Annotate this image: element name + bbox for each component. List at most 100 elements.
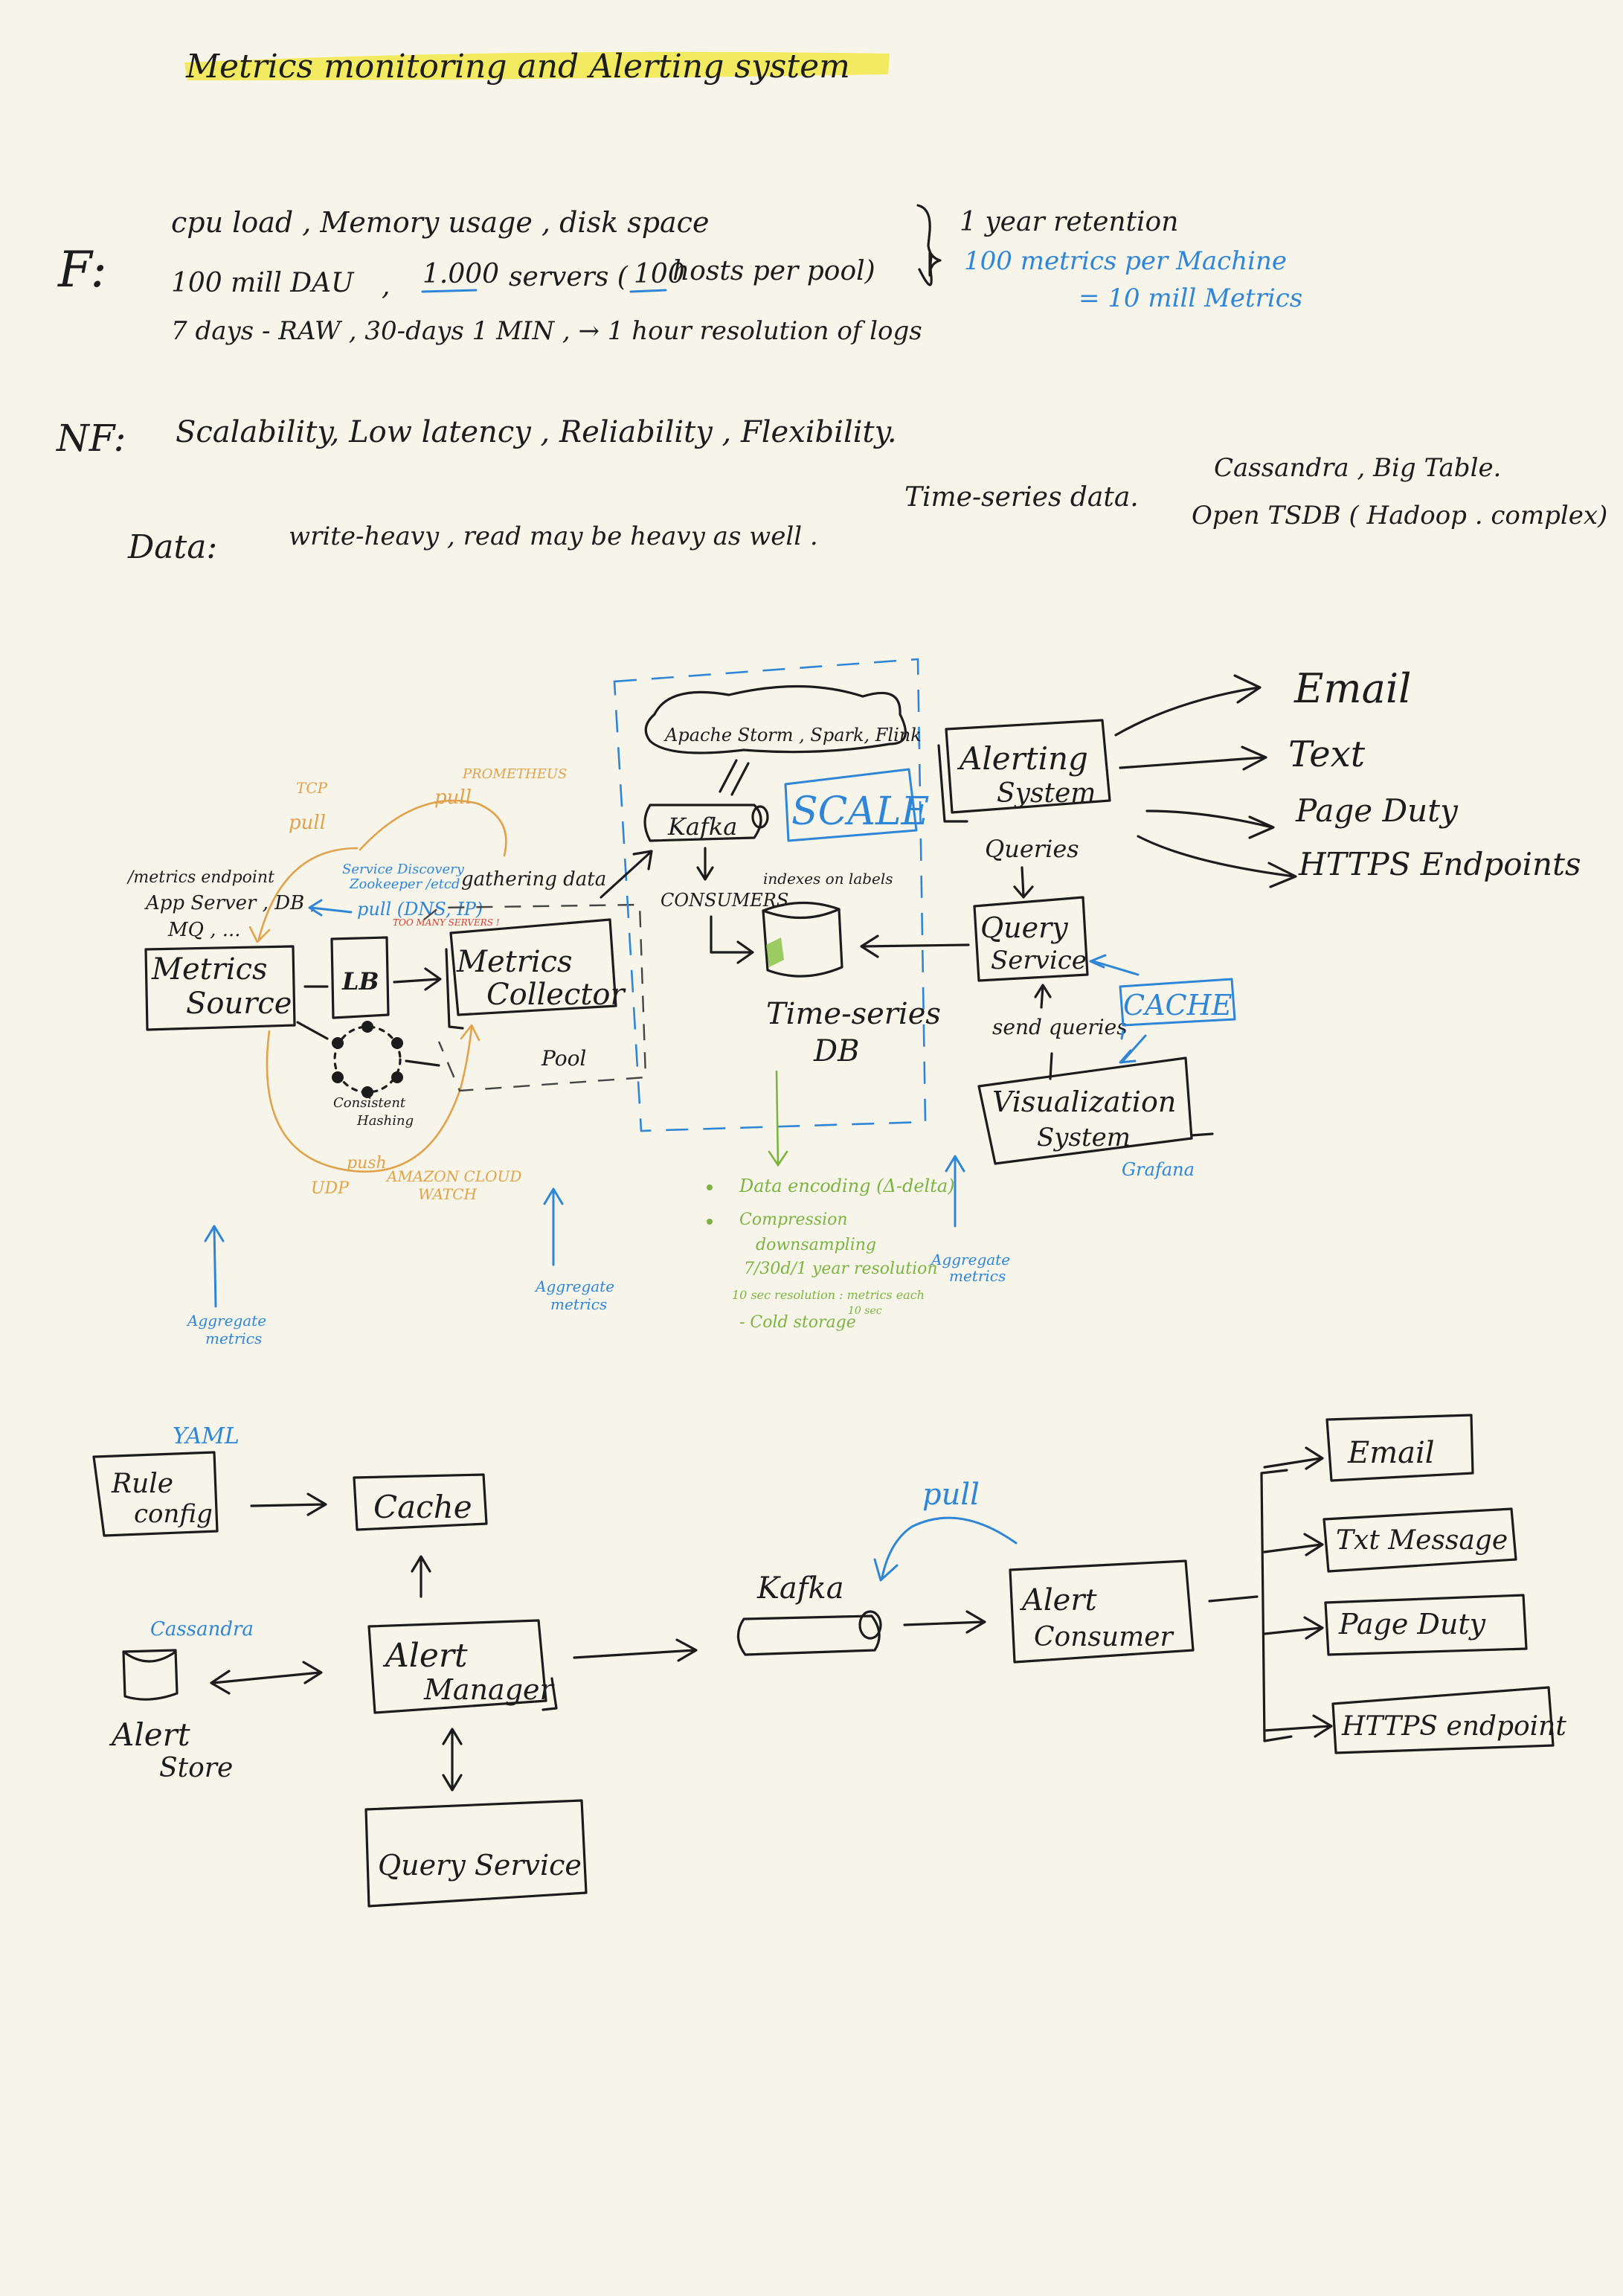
total-metrics: = 10 mill Metrics	[1079, 283, 1302, 313]
alerting-system-line-2: System	[997, 778, 1096, 809]
amazon-cloudwatch-line-2: WATCH	[418, 1185, 478, 1203]
cache-bottom-label: Cache	[373, 1489, 472, 1525]
arrow-lb-to-collector	[393, 967, 442, 991]
data-access-pattern: write-heavy , read may be heavy as well …	[289, 522, 818, 551]
metrics-per-machine: 100 metrics per Machine	[964, 246, 1287, 276]
arrow-manager-to-cache	[411, 1555, 431, 1598]
amazon-cloudwatch-line-1: AMAZON CLOUD	[385, 1167, 521, 1185]
store-options-2: Open TSDB ( Hadoop . complex)	[1192, 501, 1607, 530]
pull-bottom-label: pull	[922, 1478, 980, 1512]
arrow-to-text	[1119, 745, 1267, 771]
pool-boundary	[423, 903, 647, 1092]
data-label: Data:	[127, 528, 217, 566]
alert-store-line-2: Store	[159, 1753, 233, 1783]
alert-consumer-line-2: Consumer	[1034, 1622, 1174, 1652]
channel-email-bottom: Email	[1347, 1436, 1435, 1470]
arrow-cache-to-visual	[1119, 1030, 1147, 1064]
send-queries-label: send queries	[992, 1015, 1128, 1039]
arrow-cache-to-query	[1089, 954, 1140, 976]
alert-manager-stack-line	[541, 1677, 558, 1711]
visualization-line-2: System	[1037, 1123, 1131, 1152]
scale-box	[784, 768, 918, 842]
requirements-brace	[916, 204, 942, 286]
channel-txt-bottom: Txt Message	[1336, 1525, 1508, 1556]
kafka-bottom-queue	[736, 1614, 881, 1656]
green-note-sec-10: 10 sec	[848, 1305, 882, 1317]
arrow-alerting-to-query	[1013, 866, 1034, 899]
arrow-to-https-endpoints	[1137, 835, 1297, 888]
pull-label-2: pull	[434, 786, 472, 809]
arrow-rule-to-cache	[250, 1492, 327, 1516]
gathering-data-label: gathering data	[461, 868, 606, 891]
fanout-bracket	[1260, 1469, 1293, 1742]
arrow-to-page-duty-bottom	[1263, 1616, 1324, 1640]
cassandra-label: Cassandra	[150, 1618, 254, 1641]
https-endpoint-box	[1331, 1686, 1555, 1754]
metrics-collector-box	[449, 918, 617, 1016]
aggregate-right-line-2: metrics	[949, 1267, 1006, 1285]
functional-line-2-comma: ,	[382, 271, 390, 301]
alerting-stack-line	[937, 744, 968, 823]
alert-store-icon	[122, 1649, 179, 1701]
aggregate-left-line-2: metrics	[205, 1330, 262, 1347]
alerting-system-box	[945, 719, 1111, 814]
arrow-aggregate-left	[204, 1225, 225, 1308]
pool-label: Pool	[541, 1046, 586, 1071]
visualization-to-query-line	[1049, 1052, 1053, 1080]
arrow-to-page-duty	[1145, 809, 1275, 839]
processing-engines: Apache Storm , Spark, Flink	[663, 725, 922, 745]
sources-list-2: MQ , ...	[167, 919, 241, 941]
yaml-label: YAML	[173, 1423, 240, 1449]
visualization-system-box	[977, 1056, 1193, 1165]
txt-message-box	[1322, 1507, 1517, 1573]
functional-line-2-dau: 100 mill DAU	[171, 268, 355, 298]
store-options-1: Cassandra , Big Table.	[1214, 453, 1501, 483]
arrow-kafka-to-consumers	[696, 847, 714, 881]
tcp-label: TCP	[296, 779, 328, 797]
bullet-2	[707, 1219, 713, 1225]
channel-https-top: HTTPS Endpoints	[1298, 846, 1581, 882]
tcp-pull-curve	[248, 847, 359, 943]
rule-config-line-1: Rule	[111, 1469, 173, 1499]
green-note-downsampling: downsampling	[756, 1236, 876, 1254]
aggregate-mid-line-2: metrics	[550, 1295, 607, 1313]
green-note-sec-resolution: 10 sec resolution : metrics each	[732, 1288, 925, 1302]
arrow-manager-query	[442, 1728, 463, 1792]
scale-label: SCALE	[791, 789, 929, 834]
functional-label: F:	[57, 241, 107, 298]
arrow-to-email	[1114, 674, 1262, 737]
pull-label-1: pull	[289, 812, 326, 834]
visualization-base-line	[1190, 1132, 1214, 1137]
non-functional-label: NF:	[56, 417, 126, 460]
rule-config-box	[92, 1451, 219, 1537]
alert-manager-line-1: Alert	[382, 1637, 468, 1675]
title-highlight	[184, 51, 890, 80]
green-note-resolution: 7/30d/1 year resolution	[744, 1260, 938, 1278]
arrow-visual-to-query	[1034, 984, 1052, 1009]
lb-label: LB	[341, 967, 379, 995]
arrow-ring-to-pool	[405, 1059, 440, 1067]
collector-stack-line	[445, 948, 464, 1030]
query-service-line-1: Query	[980, 911, 1068, 944]
push-udp-curve	[266, 1024, 481, 1173]
arrow-to-email-bottom	[1263, 1446, 1324, 1470]
alerting-system-line-1: Alerting	[957, 740, 1088, 777]
arrow-manager-to-kafka	[573, 1638, 698, 1662]
query-service-box	[973, 896, 1089, 982]
metrics-source-line-1: Metrics	[151, 952, 268, 987]
too-many-servers-label: TOO MANY SERVERS !	[393, 917, 500, 928]
metrics-collector-line-2: Collector	[486, 978, 627, 1012]
pull-bottom-curve	[873, 1516, 1018, 1582]
metrics-endpoint-label: /metrics endpoint	[126, 868, 274, 887]
alert-consumer-line-1: Alert	[1019, 1583, 1097, 1617]
green-flow-line	[768, 1070, 788, 1167]
tsdb-cylinder-icon	[762, 901, 843, 978]
kafka-queue-end	[751, 805, 769, 829]
consistent-hashing-ring	[332, 1021, 403, 1098]
cache-bottom-box	[353, 1473, 488, 1531]
retention-note: 1 year retention	[960, 207, 1178, 237]
prometheus-pull-curve	[359, 799, 507, 857]
kafka-top-label: Kafka	[667, 812, 737, 841]
email-bottom-box	[1325, 1414, 1474, 1482]
